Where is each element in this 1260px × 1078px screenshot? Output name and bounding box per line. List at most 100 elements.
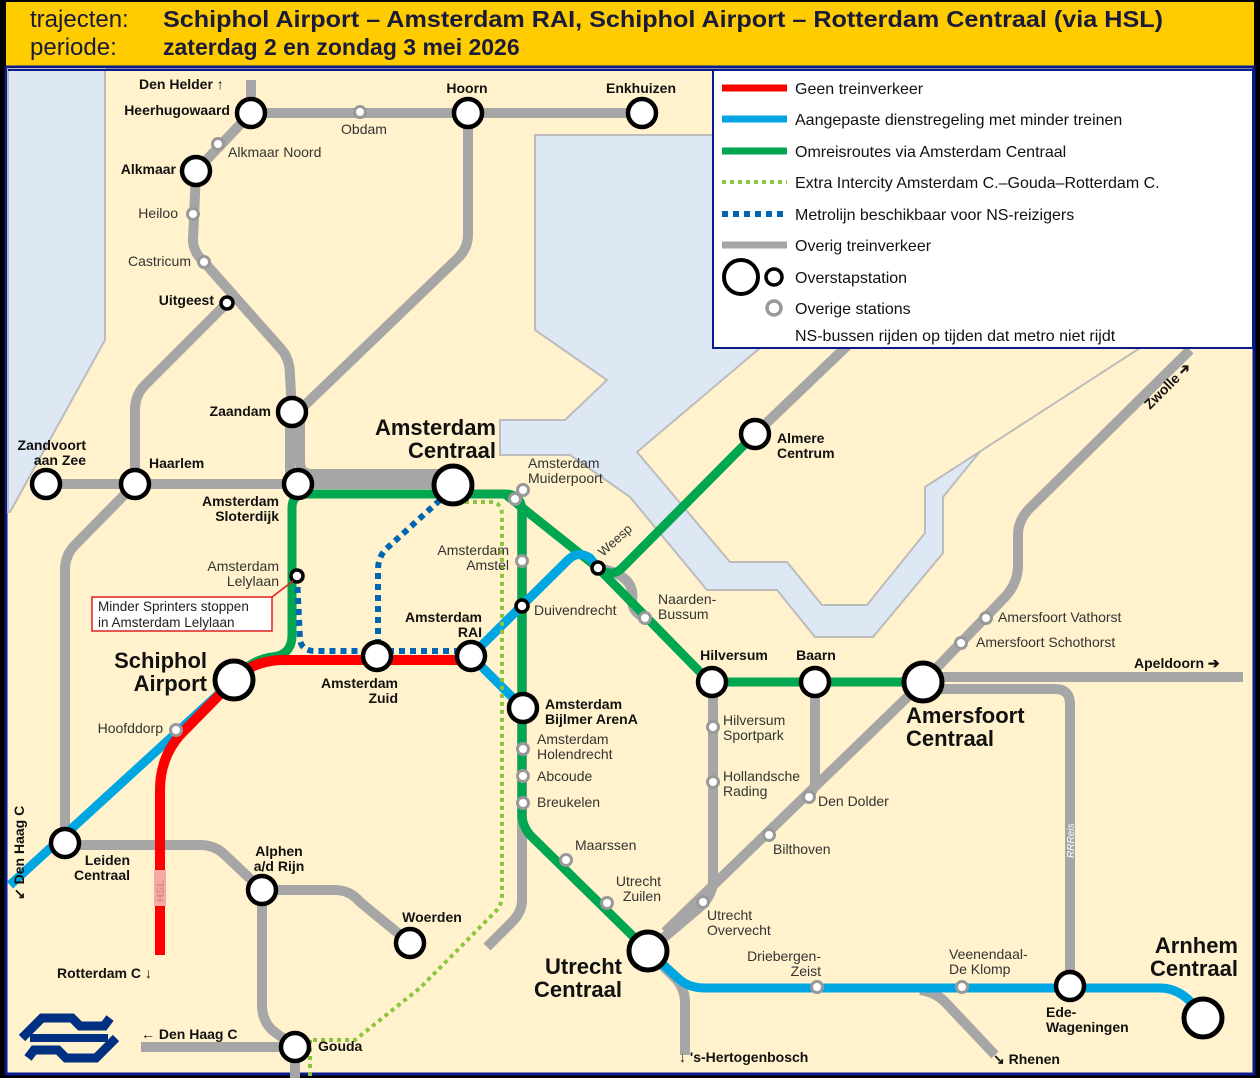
station-castricum-marker[interactable] [197, 255, 211, 269]
station-baarn-label: Baarn [796, 647, 836, 663]
station-arnhem-marker[interactable] [1181, 996, 1225, 1040]
station-alkmaar-marker[interactable] [179, 154, 213, 188]
legend-other-station-icon [765, 299, 783, 317]
station-almere-marker[interactable] [738, 417, 772, 451]
station-naarden-marker[interactable] [638, 611, 652, 625]
station-bijlmer-label: Amsterdam [545, 696, 622, 712]
station-duivendrecht-marker[interactable] [514, 598, 530, 614]
station-utrecht-label: Centraal [534, 977, 622, 1002]
station-driebergen-marker[interactable] [810, 980, 824, 994]
rrreis-label: RRReis [1066, 824, 1077, 858]
legend-note: NS-bussen rijden op tijden dat metro nie… [795, 328, 1116, 345]
station-alkmaar-noord-label: Alkmaar Noord [228, 144, 321, 160]
station-hoofddorp-label: Hoofddorp [98, 720, 164, 736]
station-hoorn-marker[interactable] [451, 96, 485, 130]
lelylaan-callout: Minder Sprinters stoppen in Amsterdam Le… [91, 580, 294, 632]
station-leiden-label: Leiden [85, 852, 130, 868]
rail-line-gray-amstel-utrecht [483, 505, 527, 951]
station-amersfoort-label: Amersfoort [906, 703, 1025, 728]
station-zuilen-label: Zuilen [623, 888, 661, 904]
station-muiderpoort-secondary-marker[interactable] [508, 492, 522, 506]
station-uitgeest-marker[interactable] [219, 295, 235, 311]
station-zaandam-label: Zaandam [210, 403, 271, 419]
legend-label: Overstapstation [795, 270, 907, 287]
station-muiderpoort-label: Muiderpoort [528, 470, 603, 486]
station-rai-marker[interactable] [454, 639, 488, 673]
station-vathorst-marker[interactable] [979, 611, 993, 625]
station-haarlem-marker[interactable] [118, 467, 152, 501]
station-sportpark-label: Hilversum [723, 712, 785, 728]
station-rading-marker[interactable] [706, 775, 720, 789]
legend-label: Geen treinverkeer [795, 81, 924, 98]
station-utrecht-marker[interactable] [626, 929, 670, 973]
station-ede-marker[interactable] [1053, 969, 1087, 1003]
station-lelylaan-marker[interactable] [289, 568, 305, 584]
station-zuid-marker[interactable] [360, 639, 394, 673]
station-obdam-marker[interactable] [353, 105, 367, 119]
legend-label: Metrolijn beschikbaar voor NS-reizigers [795, 207, 1074, 224]
station-leiden-marker[interactable] [48, 826, 82, 860]
station-holendrecht-marker[interactable] [516, 742, 530, 756]
station-centraal-marker[interactable] [431, 463, 475, 507]
station-schothorst-marker[interactable] [954, 636, 968, 650]
station-weesp-marker[interactable] [590, 560, 606, 576]
stations [29, 96, 1225, 1064]
period-label: periode: [30, 34, 117, 61]
station-gouda-marker[interactable] [278, 1030, 312, 1064]
station-zandvoort-marker[interactable] [29, 467, 63, 501]
station-alphen-marker[interactable] [245, 873, 279, 907]
direction-rotterdam: Rotterdam C ↓ [57, 965, 152, 981]
station-alkmaar-noord-marker[interactable] [211, 137, 225, 151]
station-maarssen-marker[interactable] [559, 853, 573, 867]
station-castricum-label: Castricum [128, 253, 191, 269]
station-veenendaal-marker[interactable] [955, 980, 969, 994]
station-baarn-marker[interactable] [798, 665, 832, 699]
station-schiphol-label: Schiphol [114, 648, 207, 673]
legend-transfer-large-icon [722, 258, 760, 296]
station-alphen-label: Alphen [255, 843, 302, 859]
station-abcoude-marker[interactable] [516, 769, 530, 783]
station-veenendaal-label: Veenendaal- [949, 946, 1028, 962]
station-zuid-label: Zuid [368, 690, 398, 706]
station-zaandam-marker[interactable] [275, 395, 309, 429]
station-uitgeest-label: Uitgeest [159, 292, 215, 308]
station-obdam-label: Obdam [341, 121, 387, 137]
station-bijlmer-marker[interactable] [506, 691, 540, 725]
station-breukelen-marker[interactable] [516, 796, 530, 810]
direction-rhenen: ↘ Rhenen [993, 1051, 1060, 1067]
rail-line-gray-leiden-alphen [65, 840, 266, 894]
station-den-dolder-marker[interactable] [802, 790, 816, 804]
station-hoofddorp-marker[interactable] [169, 723, 183, 737]
station-almere-label: Almere [777, 430, 825, 446]
station-amstel-marker[interactable] [515, 554, 529, 568]
station-zuilen-marker[interactable] [600, 896, 614, 910]
station-arnhem-label: Arnhem [1155, 933, 1238, 958]
station-driebergen-label: Zeist [791, 963, 821, 979]
station-hilversum-marker[interactable] [695, 665, 729, 699]
station-sloterdijk-label: Amsterdam [202, 493, 279, 509]
station-rai-label: RAI [458, 624, 482, 640]
callout-line-1: Minder Sprinters stoppen [98, 599, 249, 614]
station-schiphol-marker[interactable] [212, 658, 256, 702]
station-woerden-label: Woerden [402, 909, 462, 925]
station-overvecht-label: Utrecht [707, 907, 752, 923]
station-zuid-label: Amsterdam [321, 675, 398, 691]
legend-label: Omreisroutes via Amsterdam Centraal [795, 144, 1066, 161]
station-muiderpoort-label: Amsterdam [528, 455, 600, 471]
station-sportpark-marker[interactable] [706, 720, 720, 734]
station-zuilen-label: Utrecht [616, 873, 661, 889]
station-muiderpoort-marker[interactable] [516, 483, 530, 497]
direction-den-helder: Den Helder ↑ [139, 76, 224, 92]
station-heerhugowaard-marker[interactable] [234, 96, 268, 130]
station-sloterdijk-marker[interactable] [281, 467, 315, 501]
station-enkhuizen-marker[interactable] [625, 96, 659, 130]
station-hoorn-label: Hoorn [446, 80, 487, 96]
station-amersfoort-marker[interactable] [901, 660, 945, 704]
station-heiloo-marker[interactable] [186, 207, 200, 221]
station-bilthoven-marker[interactable] [762, 828, 776, 842]
station-overvecht-marker[interactable] [696, 895, 710, 909]
station-woerden-marker[interactable] [393, 926, 427, 960]
station-maarssen-label: Maarssen [575, 837, 636, 853]
station-utrecht-label: Utrecht [545, 954, 623, 979]
ns-logo-upper-stroke [18, 1013, 114, 1042]
